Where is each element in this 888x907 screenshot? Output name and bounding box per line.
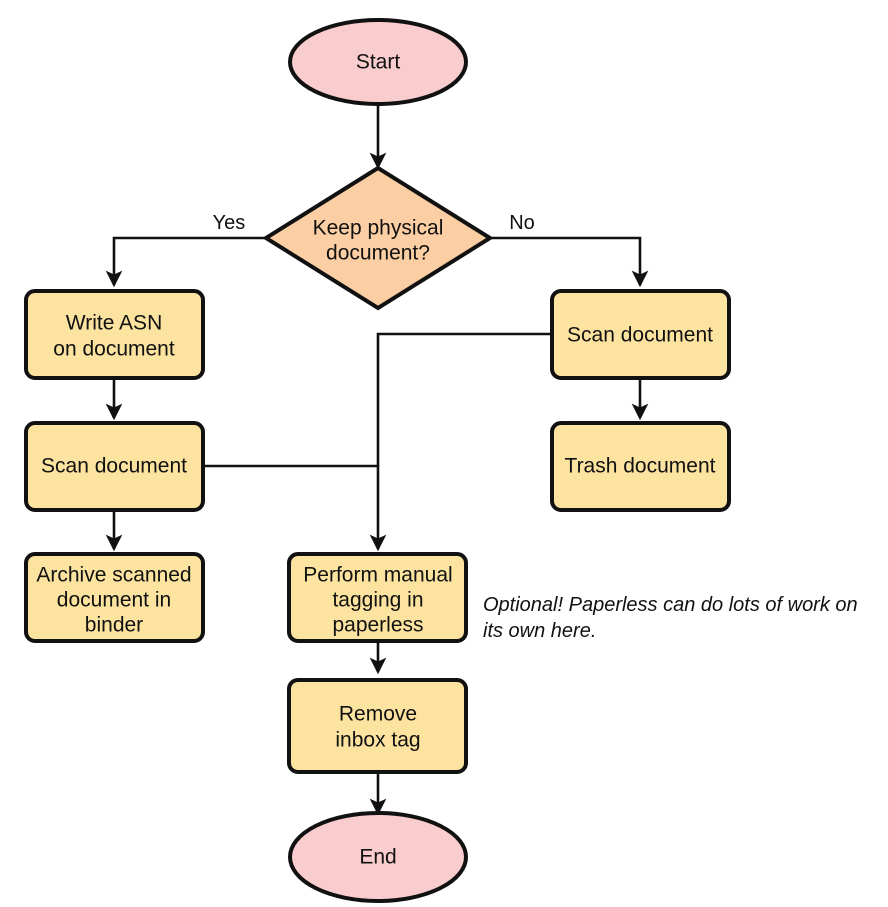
- optional-note-line2: its own here.: [483, 620, 596, 642]
- archive-label-line1: Archive scanned: [36, 564, 191, 587]
- start-label: Start: [356, 51, 401, 74]
- write-asn-label-line1: Write ASN: [66, 312, 162, 335]
- trash-label: Trash document: [565, 455, 716, 478]
- node-start[interactable]: Start: [288, 18, 468, 106]
- trash-box[interactable]: [550, 421, 731, 512]
- optional-note: Optional! Paperless can do lots of work …: [483, 594, 858, 642]
- tagging-label-line3: paperless: [332, 614, 423, 637]
- remove-inbox-box[interactable]: [287, 678, 468, 774]
- decision-label-line2: document?: [326, 242, 430, 265]
- tagging-label-line1: Perform manual: [303, 564, 452, 587]
- node-archive-scanned-document[interactable]: Archive scanned document in binder: [24, 552, 205, 643]
- node-write-asn[interactable]: Write ASN on document: [24, 289, 205, 380]
- tagging-label-line2: tagging in: [332, 589, 423, 612]
- edge-decision-yes-to-write-asn: [105, 236, 266, 288]
- node-end[interactable]: End: [288, 811, 468, 903]
- scan-left-box[interactable]: [24, 421, 205, 512]
- archive-label-line2: document in: [57, 589, 171, 612]
- node-trash-document[interactable]: Trash document: [550, 421, 731, 512]
- optional-note-line1: Optional! Paperless can do lots of work …: [483, 594, 858, 616]
- write-asn-box[interactable]: [24, 289, 205, 380]
- edge-label-yes: Yes: [213, 212, 246, 234]
- node-scan-document-right[interactable]: Scan document: [550, 289, 731, 380]
- tagging-box[interactable]: [287, 552, 468, 643]
- write-asn-label-line2: on document: [53, 338, 175, 361]
- remove-inbox-label-line2: inbox tag: [335, 729, 420, 752]
- node-scan-document-left[interactable]: Scan document: [24, 421, 205, 512]
- archive-label-line3: binder: [85, 614, 143, 637]
- archive-box[interactable]: [24, 552, 205, 643]
- edge-decision-no-to-scan-right: [490, 236, 649, 288]
- remove-inbox-label-line1: Remove: [339, 703, 417, 726]
- decision-diamond[interactable]: [262, 165, 494, 311]
- scan-right-label: Scan document: [567, 324, 713, 347]
- end-ellipse[interactable]: [288, 811, 468, 903]
- scan-left-label: Scan document: [41, 455, 187, 478]
- scan-right-box[interactable]: [550, 289, 731, 380]
- node-decision-keep-physical-document[interactable]: Keep physical document?: [262, 165, 494, 311]
- edge-label-layer: Yes No: [213, 212, 535, 234]
- node-remove-inbox-tag[interactable]: Remove inbox tag: [287, 678, 468, 774]
- decision-label-line1: Keep physical: [313, 217, 444, 240]
- edge-layer: [105, 102, 649, 816]
- start-ellipse[interactable]: [288, 18, 468, 106]
- end-label: End: [359, 846, 396, 869]
- edge-scan-right-to-tagging: [369, 332, 552, 552]
- edge-label-no: No: [509, 212, 535, 234]
- node-perform-manual-tagging[interactable]: Perform manual tagging in paperless: [287, 552, 468, 643]
